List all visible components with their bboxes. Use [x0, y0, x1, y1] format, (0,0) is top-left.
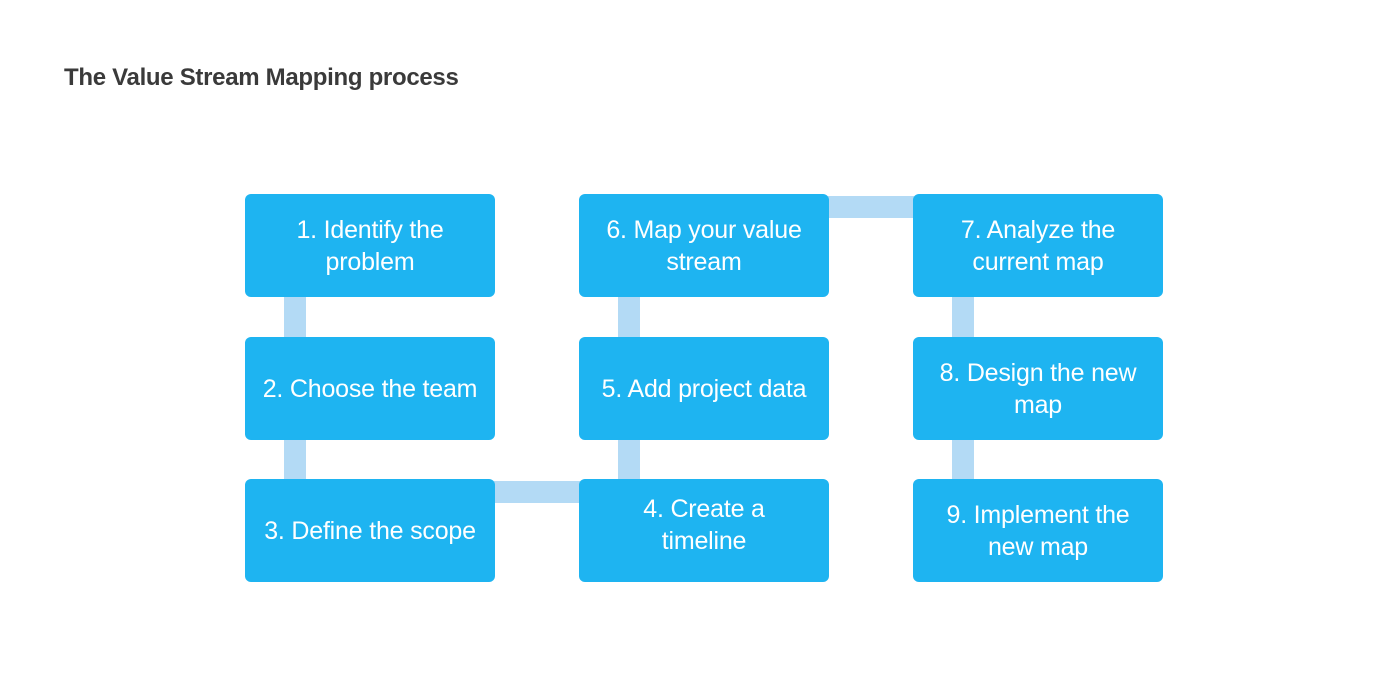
step-label: 7. Analyze the current map [960, 215, 1116, 276]
step-box-3: 3. Define the scope [245, 479, 495, 582]
step-label: 8. Design the new map [939, 358, 1137, 419]
connector-6-7 [828, 196, 914, 218]
step-label: 3. Define the scope [264, 516, 476, 545]
connector-2-3 [284, 439, 306, 480]
step-box-5: 5. Add project data [579, 337, 829, 440]
step-label: 2. Choose the team [262, 374, 478, 403]
connector-3-4 [494, 481, 580, 503]
step-box-8: 8. Design the new map [913, 337, 1163, 440]
connector-4-5 [618, 439, 640, 480]
step-box-1: 1. Identify the problem [245, 194, 495, 297]
connector-8-9 [952, 439, 974, 480]
connector-1-2 [284, 296, 306, 337]
step-box-7: 7. Analyze the current map [913, 194, 1163, 297]
step-label: 4. Create a timeline [643, 494, 765, 555]
step-box-4: 4. Create a timeline [579, 479, 829, 582]
connector-5-6 [618, 296, 640, 337]
step-label: 1. Identify the problem [296, 215, 444, 276]
page-title: The Value Stream Mapping process [64, 64, 459, 91]
step-label: 6. Map your value stream [606, 215, 802, 276]
step-box-6: 6. Map your value stream [579, 194, 829, 297]
step-box-2: 2. Choose the team [245, 337, 495, 440]
step-box-9: 9. Implement the new map [913, 479, 1163, 582]
connector-7-8 [952, 296, 974, 337]
step-label: 9. Implement the new map [946, 500, 1130, 561]
step-label: 5. Add project data [601, 374, 807, 403]
